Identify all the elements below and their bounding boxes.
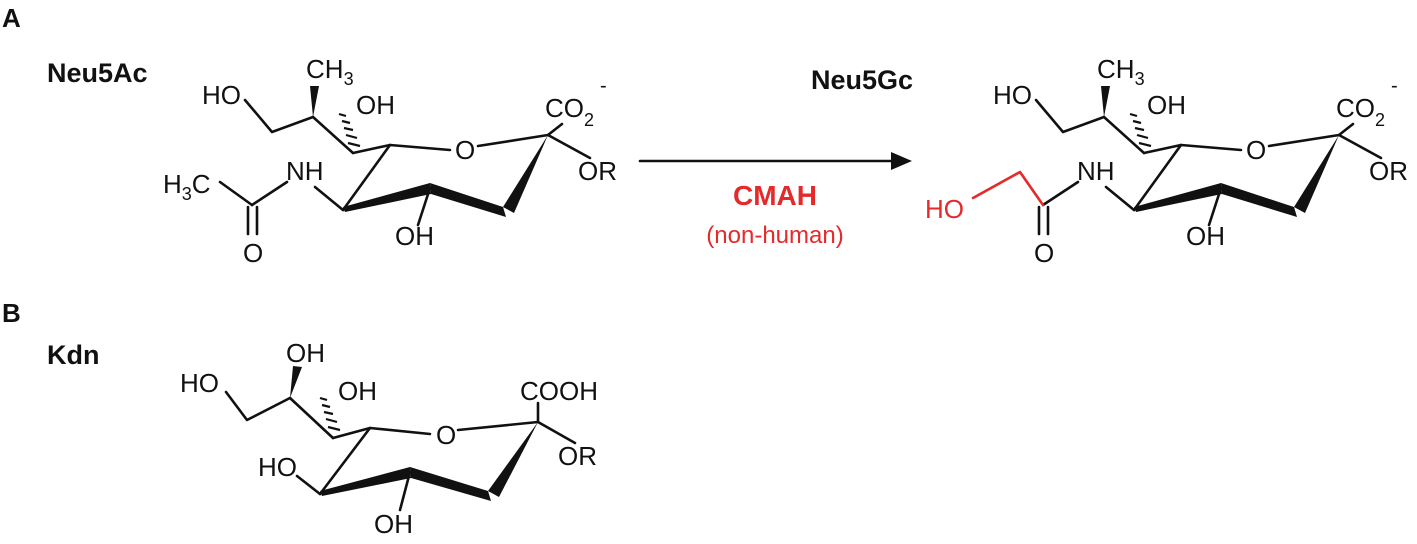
kdn-c7-c6-o-bonds <box>331 426 432 440</box>
kdn-o-c2-or-bonds <box>456 420 577 445</box>
neu5gc-c4-c5-wedge <box>1134 183 1222 212</box>
neu5gc-c5-n-c-bonds <box>1041 180 1136 212</box>
neu5gc-carbonyl-oxygen: O <box>1034 238 1054 268</box>
neu5ac-c7-c6-o-bonds <box>351 143 452 155</box>
neu5ac-c5-n-c-bonds <box>250 180 345 212</box>
neu5gc-c3-c4-wedge <box>1221 183 1297 217</box>
neu5gc-name: Neu5Gc <box>811 65 913 95</box>
neu5gc-c7-hash-bond <box>1129 112 1152 148</box>
neu5ac-c4-c5-wedge <box>343 183 431 212</box>
neu5gc-glycolyl-hydroxyl: HO <box>925 194 964 224</box>
neu5ac-c3-c4-wedge <box>430 183 506 217</box>
neu5ac-amide-nh: NH <box>286 156 324 186</box>
kdn-c7-hydroxyl: OH <box>338 376 377 406</box>
kdn-or-label: OR <box>558 441 597 471</box>
kdn-structure: Kdn OH HO OH COOH O OR HO OH <box>47 338 598 539</box>
neu5ac-c2-carboxylate-bond <box>546 122 564 137</box>
neu5gc-c9-c8-bonds <box>1034 98 1106 134</box>
neu5ac-c4-oh-bond <box>416 186 432 227</box>
neu5gc-methyl-label: CH3 <box>1097 54 1145 89</box>
neu5gc-carbonyl-double-bond <box>1037 205 1050 236</box>
neu5gc-c4-oh-bond <box>1207 186 1223 227</box>
neu5gc-structure: Neu5Gc HO CH3 OH CO2- O OR HO NH O OH <box>811 54 1408 268</box>
kdn-name: Kdn <box>47 340 99 370</box>
neu5ac-methyl-label: CH3 <box>306 54 354 89</box>
kdn-c8-c7-bond <box>288 396 335 440</box>
kdn-carboxyl-label: COOH <box>520 376 598 406</box>
neu5ac-c2-c3-wedge <box>503 135 548 213</box>
neu5gc-ring-oxygen: O <box>1246 135 1266 165</box>
enzyme-label: CMAH <box>733 180 817 211</box>
neu5ac-c7-hydroxyl: OH <box>356 90 395 120</box>
neu5gc-c8-c7-bond <box>1102 115 1146 155</box>
reaction-arrow <box>638 152 912 170</box>
neu5ac-acetyl-methyl-bond <box>218 180 254 207</box>
neu5gc-c6-c5-bond <box>1132 143 1183 212</box>
kdn-c9-c8-bonds <box>224 390 292 422</box>
neu5gc-amide-nh: NH <box>1077 156 1115 186</box>
neu5gc-c8-methyl-wedge <box>1101 86 1110 117</box>
kdn-c4-hydroxyl: OH <box>374 509 413 539</box>
neu5ac-c9-c8-bonds <box>243 98 315 134</box>
panel-label-b: B <box>2 298 21 328</box>
kdn-ring-oxygen: O <box>436 420 456 450</box>
kdn-c2-c3-wedge <box>488 422 538 497</box>
neu5ac-carbonyl-oxygen: O <box>243 238 263 268</box>
neu5ac-o-c2-or-bonds <box>476 133 592 160</box>
neu5gc-c9-hydroxyl: HO <box>993 80 1032 110</box>
neu5ac-ring-oxygen: O <box>455 135 475 165</box>
neu5ac-c4-hydroxyl: OH <box>395 221 434 251</box>
neu5gc-glycolyl-bonds <box>971 170 1045 207</box>
enzyme-note: (non-human) <box>706 222 843 249</box>
kdn-c6-c5-bond <box>318 426 372 496</box>
kdn-c5-hydroxyl: HO <box>258 452 297 482</box>
neu5gc-c2-c3-wedge <box>1294 135 1339 213</box>
neu5ac-or-label: OR <box>578 156 617 186</box>
neu5gc-c7-c6-o-bonds <box>1142 143 1243 155</box>
neu5ac-c8-methyl-wedge <box>310 86 319 117</box>
kdn-c8-hydroxyl: OH <box>286 338 325 368</box>
neu5ac-c9-hydroxyl: HO <box>202 80 241 110</box>
kdn-c4-oh-bond <box>398 470 412 512</box>
neu5ac-acetyl-methyl: H3C <box>163 169 211 204</box>
neu5gc-c2-carboxylate-bond <box>1337 122 1355 137</box>
neu5ac-c7-hash-bond <box>338 112 361 148</box>
kdn-c4-c5-wedge <box>320 467 411 496</box>
neu5ac-carboxylate-label: CO2- <box>545 75 607 130</box>
neu5gc-c4-hydroxyl: OH <box>1186 221 1225 251</box>
neu5gc-carboxylate-label: CO2- <box>1336 75 1398 130</box>
kdn-c9-hydroxyl: HO <box>180 368 219 398</box>
kdn-c5-oh-bond <box>295 474 322 496</box>
neu5ac-carbonyl-double-bond <box>246 205 259 236</box>
neu5gc-c7-hydroxyl: OH <box>1147 90 1186 120</box>
neu5ac-c8-c7-bond <box>311 115 355 155</box>
neu5ac-name: Neu5Ac <box>47 58 148 88</box>
neu5gc-o-c2-or-bonds <box>1267 133 1383 160</box>
kdn-c8-hydroxyl-wedge <box>290 366 302 398</box>
neu5ac-c6-c5-bond <box>341 143 392 212</box>
panel-label-a: A <box>2 3 21 33</box>
kdn-c7-hash-bond <box>319 396 341 432</box>
neu5gc-or-label: OR <box>1369 156 1408 186</box>
kdn-c3-c4-wedge <box>410 467 491 501</box>
neu5ac-structure: Neu5Ac HO CH3 OH CO2- O OR H3C NH O <box>47 54 617 268</box>
